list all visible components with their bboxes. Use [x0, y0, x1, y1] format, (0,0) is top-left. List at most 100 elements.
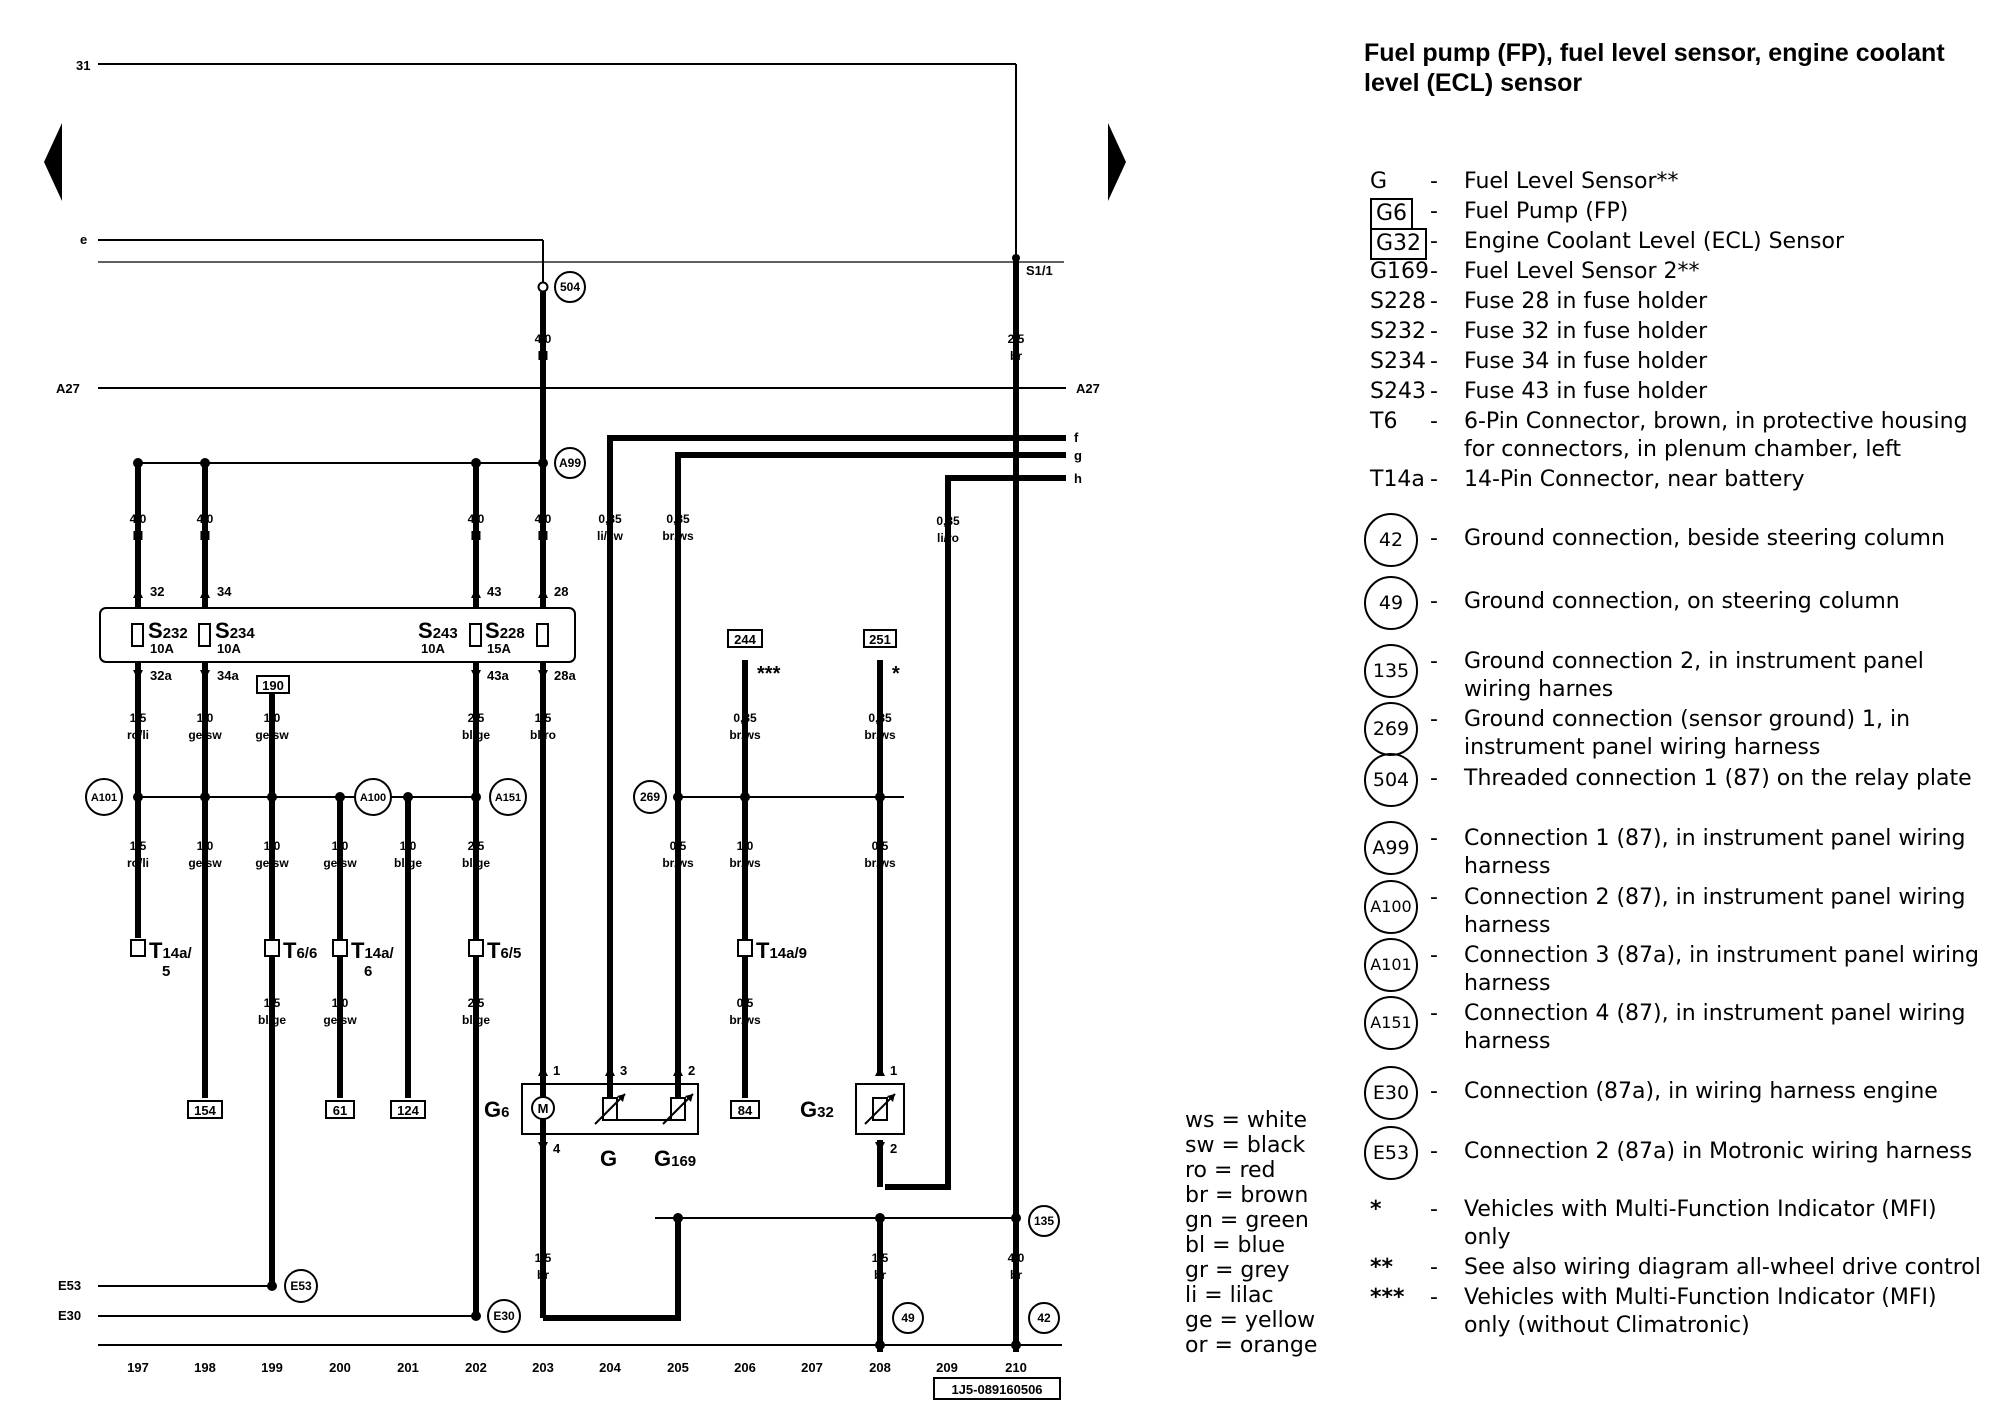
ref-box-154[interactable]: 154 — [187, 1100, 223, 1119]
color-code: gr = grey — [1185, 1258, 1290, 1283]
circle-a151[interactable]: A151 — [489, 778, 527, 816]
connector-t14a-5[interactable]: T14a/ 5 — [130, 938, 192, 980]
reference-boxes: 190 244 251 154 61 124 84 — [187, 629, 897, 1119]
svg-text:li/sw: li/sw — [597, 529, 624, 543]
component-g6-label: G6 — [484, 1097, 509, 1122]
svg-text:1,5: 1,5 — [130, 711, 147, 725]
connector-t6-6[interactable]: T6/6 — [264, 938, 317, 963]
svg-text:E53: E53 — [290, 1279, 312, 1293]
svg-text:br/ws: br/ws — [662, 529, 694, 543]
svg-text:201: 201 — [397, 1360, 419, 1375]
svg-text:A151: A151 — [495, 792, 521, 804]
coolant-level-sensor[interactable] — [855, 1083, 905, 1135]
svg-text:200: 200 — [329, 1360, 351, 1375]
fuse-s234[interactable] — [198, 623, 211, 647]
svg-text:E30: E30 — [493, 1309, 515, 1323]
svg-text:br/ws: br/ws — [729, 856, 761, 870]
connectors: T14a/ 5 T6/6 T14a/ 6 T6/5 T14a/9 — [130, 938, 807, 980]
ref-box-244[interactable]: 244 — [727, 629, 763, 648]
circle-269[interactable]: 269 — [633, 780, 667, 814]
circle-135[interactable]: 135 — [1028, 1205, 1060, 1237]
component-g-label: G — [600, 1146, 617, 1171]
svg-text:205: 205 — [667, 1360, 689, 1375]
fuse-rating-s232: 10A — [150, 641, 174, 656]
svg-text:154: 154 — [194, 1103, 216, 1118]
fuse-name-s234: S234 — [215, 618, 255, 643]
svg-text:1,5: 1,5 — [130, 839, 147, 853]
svg-text:0,5: 0,5 — [872, 839, 889, 853]
svg-text:br: br — [874, 1268, 886, 1282]
rail-label-e53: E53 — [58, 1278, 81, 1293]
component-g169-label: G169 — [654, 1146, 696, 1171]
circle-42[interactable]: 42 — [1028, 1302, 1060, 1334]
color-code: ws = white — [1185, 1108, 1308, 1133]
next-page-arrow[interactable] — [1108, 123, 1126, 201]
connector-t6-5[interactable]: T6/5 — [468, 938, 521, 963]
svg-text:T6/5: T6/5 — [487, 938, 521, 963]
svg-text:T14a/: T14a/ — [351, 938, 394, 963]
svg-text:bl/ge: bl/ge — [462, 728, 490, 742]
ref-box-190[interactable]: 190 — [256, 675, 290, 694]
color-code: gn = green — [1185, 1208, 1309, 1233]
svg-text:1,0: 1,0 — [737, 839, 754, 853]
terminal-504 — [537, 281, 549, 293]
svg-text:1J5-089160506: 1J5-089160506 — [951, 1382, 1042, 1397]
circle-e53[interactable]: E53 — [284, 1269, 318, 1303]
color-code: sw = black — [1185, 1133, 1306, 1158]
svg-text:1,0: 1,0 — [400, 839, 417, 853]
svg-text:A100: A100 — [360, 792, 386, 804]
previous-page-arrow[interactable] — [44, 123, 62, 201]
svg-text:2: 2 — [688, 1063, 695, 1078]
circle-504[interactable]: 504 — [554, 271, 586, 303]
ref-box-251[interactable]: 251 — [863, 629, 897, 648]
circle-a101[interactable]: A101 — [85, 778, 123, 816]
svg-text:210: 210 — [1005, 1360, 1027, 1375]
svg-text:br/ws: br/ws — [662, 856, 694, 870]
svg-text:199: 199 — [261, 1360, 283, 1375]
fuses — [131, 623, 549, 647]
ref-box-61[interactable]: 61 — [325, 1100, 355, 1119]
svg-text:2: 2 — [890, 1141, 897, 1156]
circle-e30[interactable]: E30 — [487, 1299, 521, 1333]
color-code: br = brown — [1185, 1183, 1309, 1208]
svg-text:61: 61 — [333, 1103, 347, 1118]
pin-34a: 34a — [217, 668, 239, 683]
svg-text:0,35: 0,35 — [666, 512, 690, 526]
svg-text:2,5: 2,5 — [468, 996, 485, 1010]
fuse-rating-s228: 15A — [487, 641, 511, 656]
ref-box-84[interactable]: 84 — [730, 1100, 760, 1119]
connection-circles: 504 A99 A101 A100 A151 269 E53 E30 135 4… — [85, 271, 1060, 1334]
circle-49[interactable]: 49 — [892, 1302, 924, 1334]
circle-a100[interactable]: A100 — [354, 778, 392, 816]
connector-t14a-6[interactable]: T14a/ 6 — [332, 938, 394, 980]
svg-text:ro/li: ro/li — [127, 856, 149, 870]
wire-g: g — [675, 448, 1082, 1103]
svg-text:4,0: 4,0 — [197, 512, 214, 526]
svg-text:bl/ro: bl/ro — [530, 728, 556, 742]
fuse-s228[interactable] — [469, 623, 482, 647]
connector-t14a-9[interactable]: T14a/9 — [737, 938, 807, 963]
svg-text:T14a/: T14a/ — [149, 938, 192, 963]
rail-label-a27-left: A27 — [56, 381, 80, 396]
fuse-s243-holder[interactable] — [536, 623, 549, 647]
svg-text:0,35: 0,35 — [936, 514, 960, 528]
svg-text:bl: bl — [200, 529, 211, 543]
rail-e30: E30 — [58, 1308, 481, 1323]
note-mark-triple-star: *** — [757, 663, 781, 685]
fuse-s232[interactable] — [131, 623, 144, 647]
wire-ground-g6 — [543, 1218, 681, 1321]
pin-28a: 28a — [554, 668, 576, 683]
svg-text:br/ws: br/ws — [729, 1013, 761, 1027]
junctions-ground — [673, 1213, 1021, 1350]
wiring-diagram: 31 e S1/1 A27 A27 f g h — [44, 58, 1126, 1400]
svg-text:84: 84 — [738, 1103, 753, 1118]
pin-28: 28 — [554, 584, 568, 599]
ref-box-124[interactable]: 124 — [390, 1100, 426, 1119]
svg-text:1,0: 1,0 — [197, 711, 214, 725]
svg-text:6: 6 — [364, 963, 372, 980]
svg-text:4,0: 4,0 — [130, 512, 147, 526]
svg-text:ge/sw: ge/sw — [188, 728, 222, 742]
circle-a99[interactable]: A99 — [554, 447, 586, 479]
rail-label-a27-right: A27 — [1076, 381, 1100, 396]
fuse-pin-labels: 32 34 43 28 32a 34a 43a 28a — [150, 584, 576, 683]
